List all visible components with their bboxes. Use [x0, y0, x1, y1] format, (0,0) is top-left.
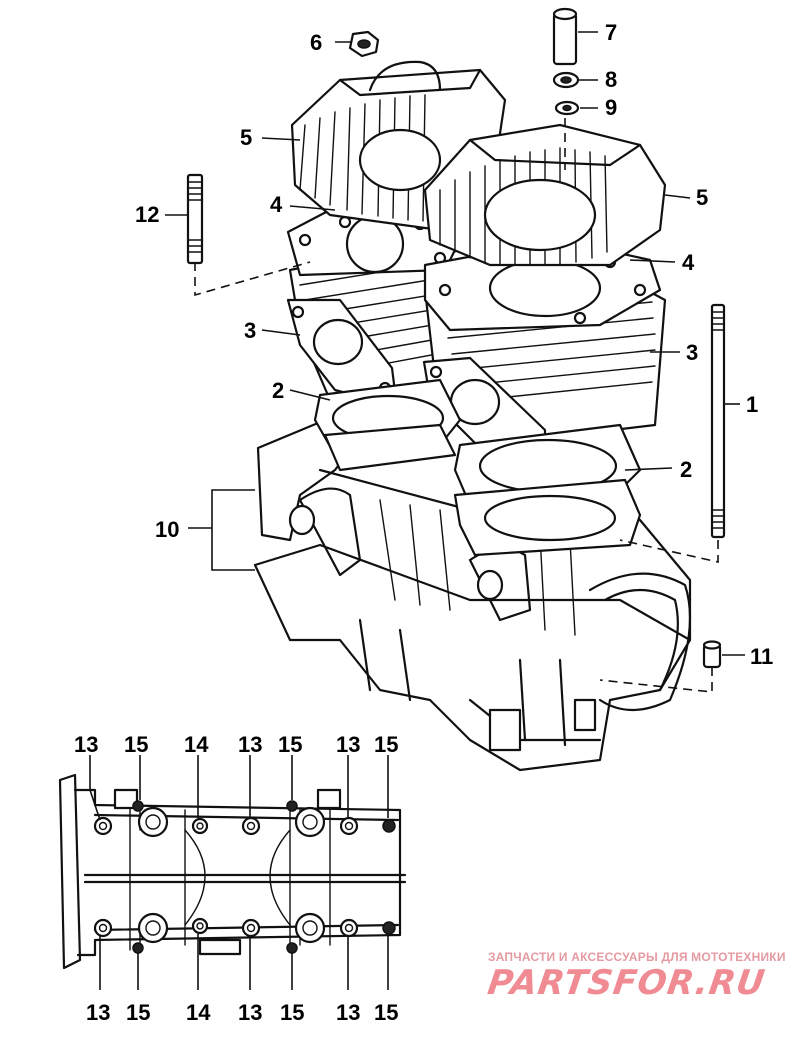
nut-6 [348, 30, 380, 58]
callout-13-bottom-a: 13 [86, 1000, 110, 1025]
callout-15-top-c: 15 [374, 732, 398, 757]
washer-8 [552, 71, 580, 89]
bottom-callouts-bottom: 13 15 14 13 15 13 15 [86, 1000, 398, 1025]
callout-3-left: 3 [244, 318, 256, 343]
callout-14-bottom: 14 [186, 1000, 211, 1025]
callout-15-bottom-c: 15 [374, 1000, 398, 1025]
callout-1: 1 [746, 392, 758, 417]
crankcase [253, 416, 692, 772]
dowel-11 [702, 640, 722, 669]
callout-13-top-a: 13 [74, 732, 98, 757]
callout-10: 10 [155, 517, 179, 542]
cylinder-head-right [423, 123, 667, 267]
callout-3-right: 3 [686, 340, 698, 365]
callout-14-top: 14 [184, 732, 209, 757]
callout-5-left: 5 [240, 125, 252, 150]
callout-13-bottom-b: 13 [238, 1000, 262, 1025]
spacer-7 [552, 7, 578, 66]
leader-lines [165, 31, 745, 693]
bottom-view-leaders [89, 755, 389, 990]
watermark-tagline: ЗАПЧАСТИ И АКСЕССУАРЫ ДЛЯ МОТОТЕХНИКИ [488, 950, 786, 964]
stud-12 [186, 173, 204, 265]
callout-12: 12 [135, 202, 159, 227]
callout-9: 9 [605, 95, 617, 120]
callout-4-right: 4 [682, 250, 695, 275]
callout-15-top-b: 15 [278, 732, 302, 757]
callout-13-bottom-c: 13 [336, 1000, 360, 1025]
watermark-logo: PARTSFOR.RU [485, 963, 768, 1003]
bottom-callouts-top: 13 15 14 13 15 13 15 [74, 732, 398, 757]
bolt-holes-top-row [93, 800, 396, 838]
callout-15-bottom-a: 15 [126, 1000, 150, 1025]
callout-6: 6 [310, 30, 322, 55]
washer-9 [554, 100, 580, 116]
callout-11: 11 [750, 644, 773, 669]
callout-2-left: 2 [272, 378, 284, 403]
crankcase-bottom-view [58, 755, 407, 990]
callout-15-top-a: 15 [124, 732, 148, 757]
bolt-holes-bottom-row [93, 912, 396, 954]
callout-5-right: 5 [696, 185, 708, 210]
stud-1 [710, 303, 726, 539]
callout-2-right: 2 [680, 457, 692, 482]
main-callouts: 1 2 2 3 3 4 4 5 5 6 7 8 9 10 11 12 [135, 20, 773, 669]
callout-7: 7 [605, 20, 617, 45]
cylinder-base-gaskets [313, 378, 642, 557]
callout-15-bottom-b: 15 [280, 1000, 304, 1025]
callout-4-left: 4 [270, 192, 283, 217]
callout-13-top-b: 13 [238, 732, 262, 757]
callout-8: 8 [605, 67, 617, 92]
callout-13-top-c: 13 [336, 732, 360, 757]
